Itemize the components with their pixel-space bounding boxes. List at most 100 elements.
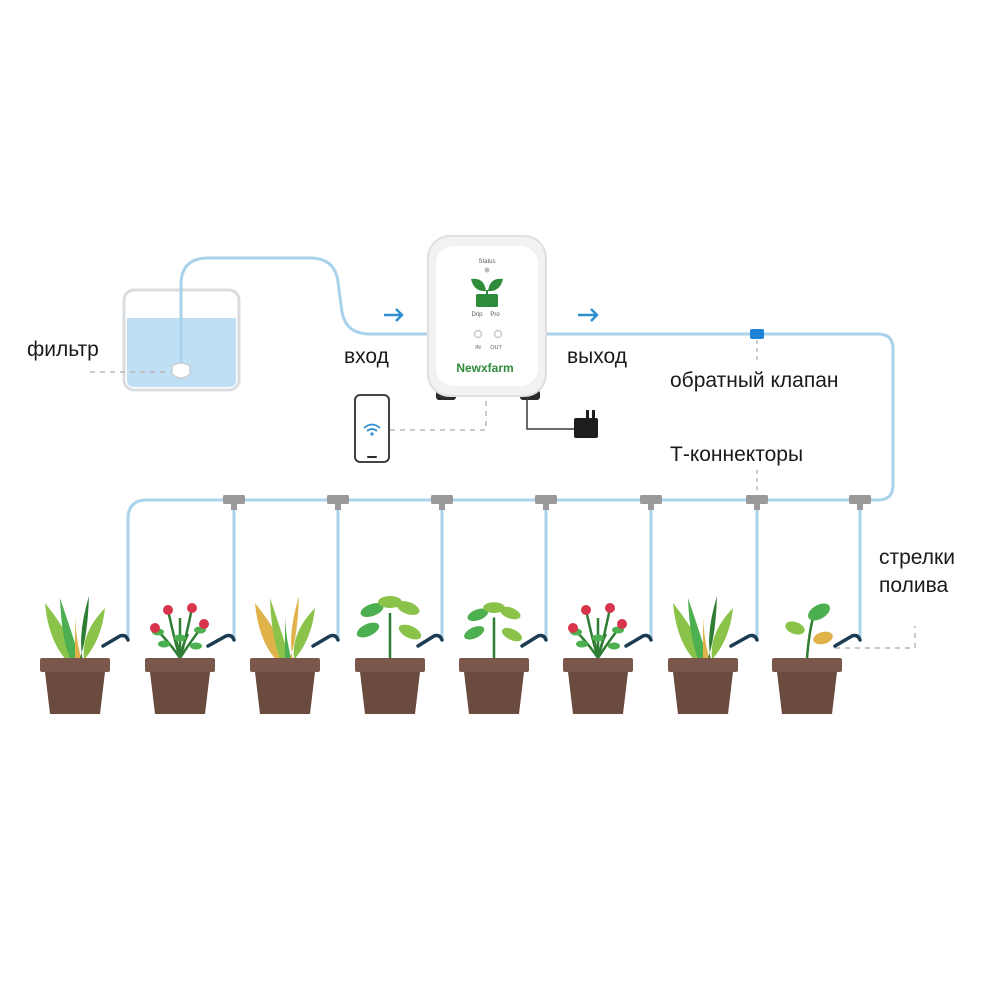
inlet-label: вход <box>344 345 389 368</box>
leaf <box>808 603 830 621</box>
t-connector-icon <box>431 495 453 510</box>
drip-arrow-icon <box>520 633 548 648</box>
flower-bud <box>568 623 578 633</box>
device-brand: Newxfarm <box>456 361 513 375</box>
flower-bud <box>617 619 627 629</box>
power-adapter-icon <box>574 410 598 438</box>
leaf <box>270 598 290 658</box>
adapter-cable <box>526 398 574 430</box>
water-filter-icon <box>171 362 191 379</box>
pot-body <box>45 672 105 714</box>
leaf <box>360 603 384 617</box>
leaf <box>785 621 805 635</box>
flower-bud <box>605 603 615 613</box>
leaf <box>813 631 833 645</box>
phone-connection-line <box>390 398 487 431</box>
leaf <box>499 606 521 620</box>
t-connectors-label: Т-коннекторы <box>670 443 804 466</box>
leaf <box>60 598 80 658</box>
outlet-port <box>493 329 503 339</box>
drip-arrows-label-line1: стрелки <box>879 546 955 569</box>
leaf <box>79 596 89 658</box>
pot-body <box>360 672 420 714</box>
potted-plant <box>459 602 529 714</box>
leaf <box>75 613 81 658</box>
pot-body <box>255 672 315 714</box>
pot-rim <box>145 658 215 672</box>
leaf <box>703 613 709 658</box>
pot-rim <box>459 658 529 672</box>
leaf <box>608 642 620 650</box>
device-model-drip: Drip <box>471 312 483 318</box>
potted-plant <box>355 596 425 714</box>
drip-arrow-icon <box>624 633 653 648</box>
leaf <box>501 627 523 642</box>
stem <box>805 617 815 659</box>
leaf <box>576 640 588 648</box>
port-in-label: IN <box>475 345 481 351</box>
stem <box>178 633 190 659</box>
flower-bud <box>199 619 209 629</box>
leaf <box>483 602 505 613</box>
t-connector-icon <box>223 495 245 510</box>
flower-bud <box>581 605 591 615</box>
leaf <box>688 598 708 658</box>
status-led <box>484 267 490 273</box>
leaf <box>378 596 402 608</box>
branch-lines <box>223 495 871 640</box>
plant-row <box>40 596 862 714</box>
leaf <box>711 608 733 658</box>
outlet-flow-arrow <box>578 308 599 322</box>
stem <box>596 633 608 659</box>
leaf <box>707 596 717 658</box>
inlet-port <box>473 329 483 339</box>
potted-plant <box>40 596 110 714</box>
drip-pro-device: Status Drip Pro IN OUT Newxfarm <box>427 235 547 400</box>
device-status-label: Status <box>478 259 495 265</box>
pot-body <box>673 672 733 714</box>
sprout-logo-icon <box>471 278 503 307</box>
potted-plant <box>563 603 633 714</box>
t-connector-icon <box>746 495 768 510</box>
drip-arrow-icon <box>311 633 340 648</box>
drip-arrow-leader-line <box>835 626 916 649</box>
potted-plant <box>145 603 215 714</box>
potted-plant <box>772 603 842 714</box>
drip-arrow-icon <box>729 633 759 648</box>
leaf <box>285 613 291 658</box>
t-connector-icon <box>640 495 662 510</box>
device-model-pro: Pro <box>490 312 500 318</box>
flower-bud <box>150 623 160 633</box>
leaf <box>592 634 604 642</box>
leaf <box>467 608 489 622</box>
smartphone-wifi-icon <box>354 394 390 463</box>
drip-arrow-icon <box>101 633 130 648</box>
pot-rim <box>40 658 110 672</box>
leaf <box>398 624 422 640</box>
potted-plant <box>250 596 320 714</box>
pot-body <box>777 672 837 714</box>
leaf <box>190 642 202 650</box>
outlet-label: выход <box>567 345 627 368</box>
t-connector-icon <box>327 495 349 510</box>
leaf <box>396 601 420 615</box>
drip-arrows-label-line2: полива <box>879 574 949 597</box>
flower-bud <box>163 605 173 615</box>
leaf <box>158 640 170 648</box>
inlet-flow-arrow <box>384 308 404 322</box>
filter-label: фильтр <box>27 338 99 361</box>
leaf <box>356 622 380 638</box>
leaf <box>289 596 299 658</box>
inlet-tube <box>179 256 480 374</box>
port-out-label: OUT <box>490 345 502 351</box>
leaf <box>83 608 105 658</box>
flower-bud <box>187 603 197 613</box>
pot-body <box>568 672 628 714</box>
t-connector-icon <box>535 495 557 510</box>
pot-rim <box>355 658 425 672</box>
leaf <box>464 626 485 640</box>
drip-arrow-icon <box>416 633 444 648</box>
t-connector-icon <box>849 495 871 510</box>
